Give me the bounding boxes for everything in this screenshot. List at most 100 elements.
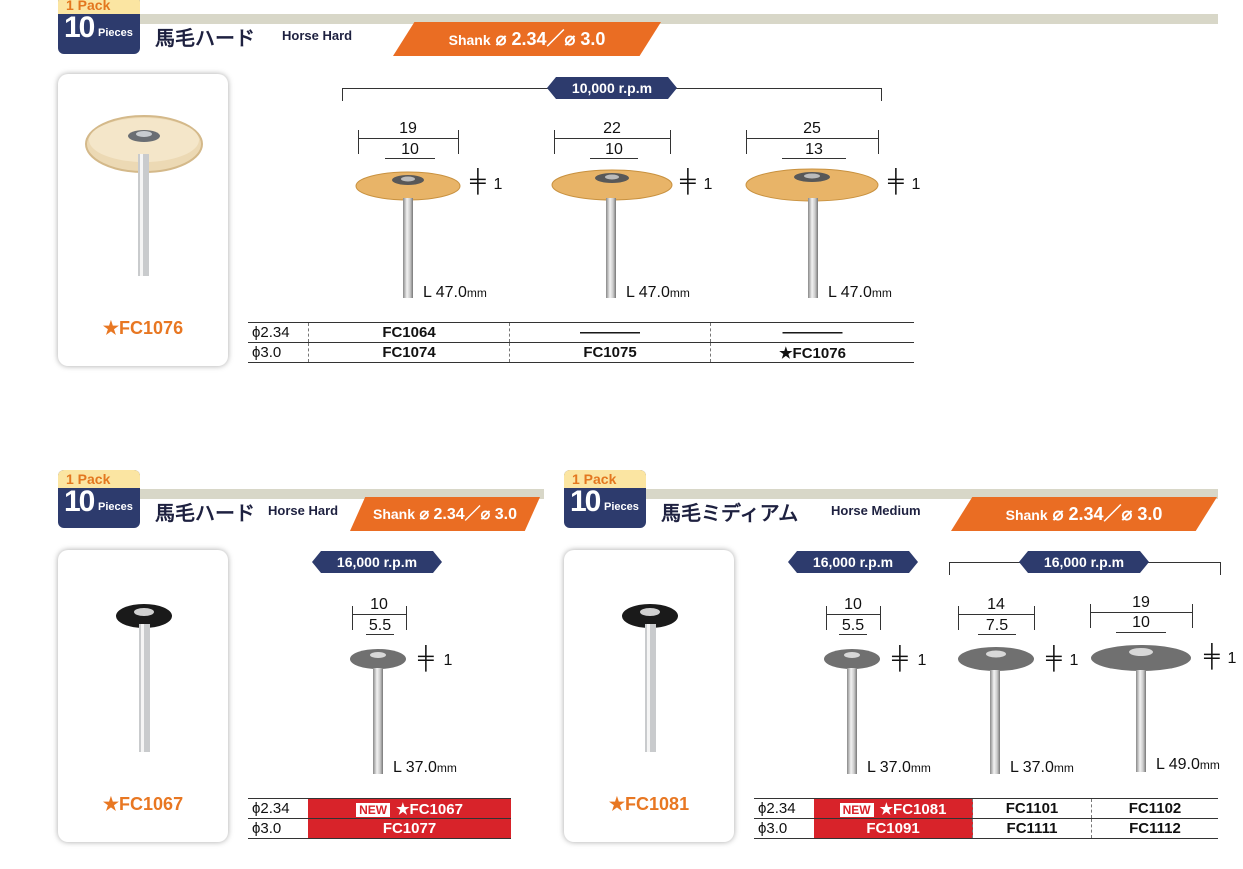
- dim-outer: 14: [987, 596, 1005, 613]
- section-title-en: Horse Hard: [282, 28, 353, 43]
- shank-prefix: Shank: [448, 32, 491, 48]
- table-cell: FC1112: [1091, 818, 1218, 839]
- pack-count: 10: [570, 485, 601, 518]
- dim-tick: [880, 606, 881, 630]
- shank-values: ⌀ 2.34／⌀ 3.0: [419, 506, 517, 523]
- table-cell: NEW★FC1081: [814, 798, 973, 819]
- brush-shaft: [1136, 670, 1146, 772]
- dim-line: [358, 138, 458, 139]
- section-title-en: Horse Medium: [831, 503, 921, 518]
- brush-head-gray: [350, 649, 406, 669]
- shank-banner: Shank ⌀ 2.34／⌀ 3.0: [350, 497, 540, 531]
- dim-outer: 22: [603, 120, 621, 137]
- table-cell-label: ϕ3.0: [248, 342, 309, 363]
- table-cell: FC1091: [814, 818, 973, 839]
- product-code: ★FC1067: [102, 794, 184, 814]
- thickness-mark: ╪: [1046, 645, 1062, 670]
- dim-line: [746, 138, 878, 139]
- pack-unit: Pieces: [98, 27, 133, 39]
- shank-prefix: Shank: [372, 506, 415, 522]
- table-cell: NEW★FC1067: [308, 798, 511, 819]
- dim-inner: 13: [805, 141, 823, 158]
- new-badge: NEW: [356, 802, 391, 817]
- dim-inner: 5.5: [841, 617, 865, 634]
- thickness-mark: ╪: [1204, 643, 1220, 668]
- product-table: ϕ2.34 FC1064 ———— ———— ϕ3.0 FC1074 FC107…: [248, 322, 914, 363]
- dim-line: [958, 614, 1034, 615]
- thickness-mark: ╪: [680, 168, 696, 193]
- brush-photo: [116, 604, 172, 752]
- dim-tick: [1090, 604, 1091, 628]
- new-badge: NEW: [839, 802, 874, 817]
- table-cell: ————: [509, 322, 711, 343]
- dim-thickness: 1: [443, 652, 453, 669]
- brush-shaft: [373, 668, 383, 774]
- rpm-badge: 10,000 r.p.m: [547, 77, 677, 99]
- dim-line: [554, 138, 670, 139]
- product-card[interactable]: ★FC1067: [58, 550, 228, 842]
- brush-photo: [85, 115, 203, 276]
- table-cell-label: ϕ3.0: [248, 818, 308, 839]
- pack-count: 10: [64, 11, 95, 44]
- dim-tick: [1192, 604, 1193, 628]
- table-row: ϕ2.34 FC1064 ———— ————: [248, 322, 914, 343]
- dim-inner: 10: [605, 141, 623, 158]
- shank-banner: Shank ⌀ 2.34／⌀ 3.0: [951, 497, 1217, 531]
- length-label: L 47.0mm: [423, 284, 487, 301]
- section-title-jp: 馬毛ミディアム: [661, 503, 799, 525]
- rpm-badge: 16,000 r.p.m: [788, 551, 918, 573]
- pack-unit: Pieces: [604, 501, 639, 513]
- pack-label: 1 Pack: [58, 470, 140, 488]
- length-label: L 47.0mm: [828, 284, 892, 301]
- table-cell: FC1064: [308, 322, 510, 343]
- product-code: ★FC1076: [102, 318, 184, 338]
- dim-thickness: 1: [1227, 650, 1237, 667]
- dim-tick: [358, 130, 359, 154]
- product-card[interactable]: ★FC1076: [58, 74, 228, 366]
- brush-shaft: [847, 668, 857, 774]
- table-cell: ★FC1076: [710, 342, 914, 363]
- dim-thickness: 1: [703, 176, 713, 193]
- pack-badge: 1 Pack 10 Pieces: [58, 470, 140, 528]
- dim-line: [385, 158, 435, 159]
- brush-shaft: [808, 198, 818, 298]
- dim-line: [1116, 632, 1166, 633]
- dim-tick: [1034, 606, 1035, 630]
- pack-badge: 1 Pack 10 Pieces: [58, 0, 140, 54]
- pack-unit: Pieces: [98, 501, 133, 513]
- length-label: L 49.0mm: [1156, 756, 1220, 773]
- table-cell: FC1101: [972, 798, 1092, 819]
- dim-line: [782, 158, 846, 159]
- brush-shaft: [990, 670, 1000, 774]
- table-cell: FC1077: [308, 818, 511, 839]
- dim-line: [839, 634, 867, 635]
- rpm-badge: 16,000 r.p.m: [1019, 551, 1149, 573]
- dim-thickness: 1: [493, 176, 503, 193]
- brush-head-gray: [1091, 645, 1191, 671]
- dim-inner: 7.5: [985, 617, 1009, 634]
- brush-head-tan: [745, 168, 879, 202]
- thickness-mark: ╪: [418, 645, 434, 670]
- product-card[interactable]: ★FC1081: [564, 550, 734, 842]
- brush-shaft: [403, 198, 413, 298]
- dim-line: [352, 614, 406, 615]
- brush-head-tan: [355, 171, 461, 201]
- section-band: [636, 489, 1218, 499]
- dim-thickness: 1: [1069, 652, 1079, 669]
- section-band: [130, 489, 544, 499]
- pack-label: 1 Pack: [58, 0, 140, 14]
- table-row: ϕ3.0 FC1091 FC1111 FC1112: [754, 818, 1218, 839]
- dim-outer: 19: [1132, 594, 1150, 611]
- dim-line: [590, 158, 638, 159]
- dim-inner: 5.5: [368, 617, 392, 634]
- thickness-mark: ╪: [888, 168, 904, 193]
- shank-banner: Shank ⌀ 2.34／⌀ 3.0: [393, 22, 661, 56]
- table-row: ϕ3.0 FC1074 FC1075 ★FC1076: [248, 342, 914, 363]
- product-code: ★FC1081: [608, 794, 690, 814]
- dim-thickness: 1: [911, 176, 921, 193]
- section-title-jp: 馬毛ハード: [155, 503, 255, 525]
- dim-line: [978, 634, 1016, 635]
- table-cell-label: ϕ2.34: [248, 798, 308, 819]
- length-label: L 47.0mm: [626, 284, 690, 301]
- table-cell: FC1075: [509, 342, 711, 363]
